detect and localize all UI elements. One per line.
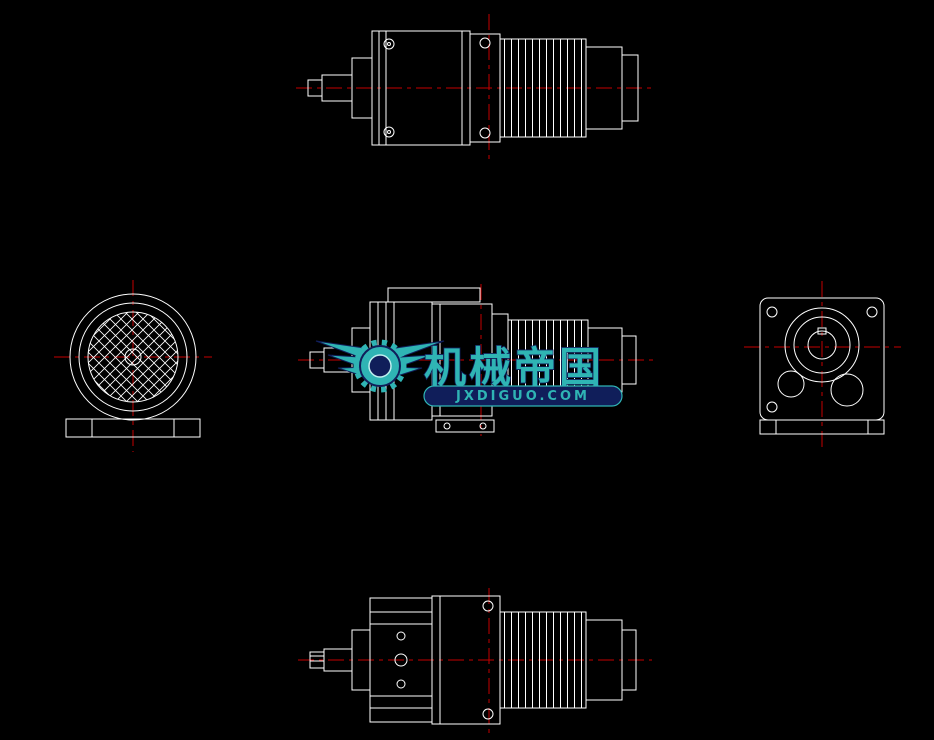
motor-fins [499, 38, 587, 138]
motor-fan-cover-outline [621, 335, 637, 385]
foot-bolt-hole [443, 422, 451, 430]
watermark-domain-banner [423, 385, 623, 407]
housing-center-hole [394, 653, 408, 667]
bolt-hole [482, 708, 494, 720]
foot-bolt-hole [479, 422, 487, 430]
output-shaft-bore [807, 330, 837, 360]
keyway [817, 327, 827, 335]
motor-fins [499, 611, 587, 709]
mounting-base-outline [759, 419, 885, 435]
bolt-hole [866, 306, 878, 318]
bolt-hole [383, 38, 395, 50]
bolt-hole [479, 37, 491, 49]
housing-rim [69, 293, 197, 421]
mounting-foot-outline [435, 419, 495, 433]
top-view [296, 14, 654, 162]
bottom-view-geometry [309, 595, 637, 725]
front-view [54, 280, 212, 452]
output-bore-mid [793, 316, 851, 374]
bottom-view [298, 588, 652, 734]
bolt-hole [383, 126, 395, 138]
watermark: 机械帝国 JXDIGUO.COM [315, 339, 623, 407]
output-bore-outer [784, 307, 860, 383]
watermark-brand-text: 机械帝国 [424, 343, 604, 392]
bolt-hole [479, 127, 491, 139]
shaft-hub [124, 348, 142, 366]
gear-teeth-icon [353, 339, 407, 393]
watermark-domain-text: JXDIGUO.COM [455, 389, 590, 404]
housing-top-step [387, 287, 481, 303]
motor-fan-cover-outline [621, 629, 637, 691]
mounting-base-outline [65, 418, 201, 438]
housing-bolt-hole [396, 679, 406, 689]
inner-rim [78, 302, 188, 412]
end-view [744, 281, 901, 448]
lower-bore [777, 370, 805, 398]
lower-bore [830, 373, 864, 407]
gear-hub-icon [369, 355, 391, 377]
motor-fan-cover-outline [621, 54, 639, 122]
hatched-face [87, 311, 179, 403]
housing-bolt-hole [396, 631, 406, 641]
bolt-hole [482, 600, 494, 612]
bolt-hole [766, 401, 778, 413]
front-view-geometry [65, 293, 201, 438]
bolt-hole [766, 306, 778, 318]
wings-gear-icon [315, 339, 445, 393]
top-view-geometry [307, 30, 639, 146]
end-view-geometry [759, 297, 885, 435]
